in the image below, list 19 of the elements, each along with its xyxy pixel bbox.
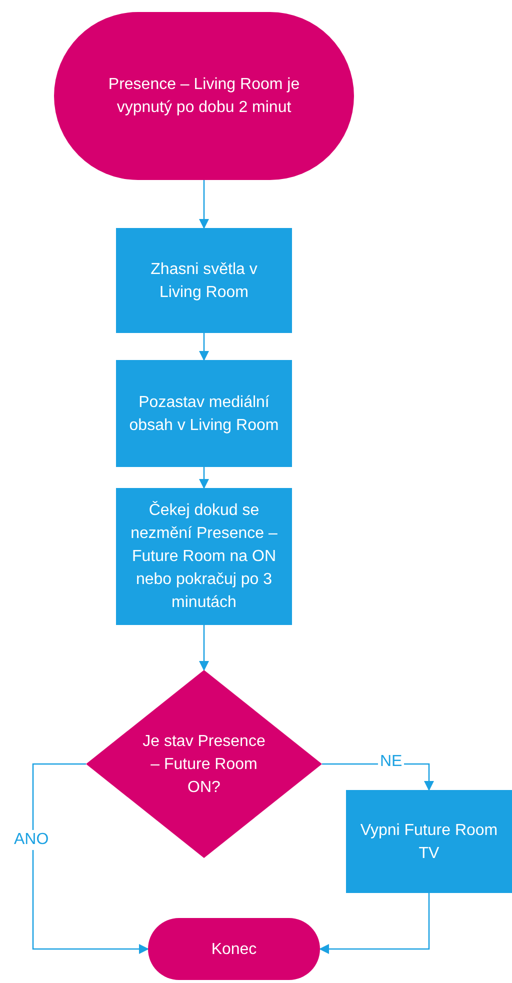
process-box: [116, 228, 292, 333]
arrow: [199, 180, 209, 229]
node-text: Čekej dokud se nezmění Presence – Future Room na ON nebo pokračuj po 3 minutách: [130, 500, 278, 613]
arrow: [32, 763, 149, 954]
process-box: [116, 488, 292, 625]
node-text: Zhasni světla v Living Room: [150, 260, 258, 302]
process-box: [116, 360, 292, 467]
arrow: [199, 467, 209, 489]
node-text: Vypni Future Room TV: [359, 820, 499, 864]
node-text: Konec: [211, 940, 257, 960]
node-text: Je stav Presence – Future Room ON?: [142, 732, 266, 798]
node-text: Pozastav mediální obsah v Living Room: [128, 392, 280, 436]
arrow: [199, 333, 209, 361]
decision-diamond: [86, 670, 322, 858]
arrow: [319, 893, 430, 954]
process-box: [346, 790, 512, 893]
node-text: Presence – Living Room je vypnutý po dobu 2 minut: [107, 75, 301, 118]
edge-label: ANO: [12, 830, 51, 850]
arrow: [199, 625, 209, 671]
